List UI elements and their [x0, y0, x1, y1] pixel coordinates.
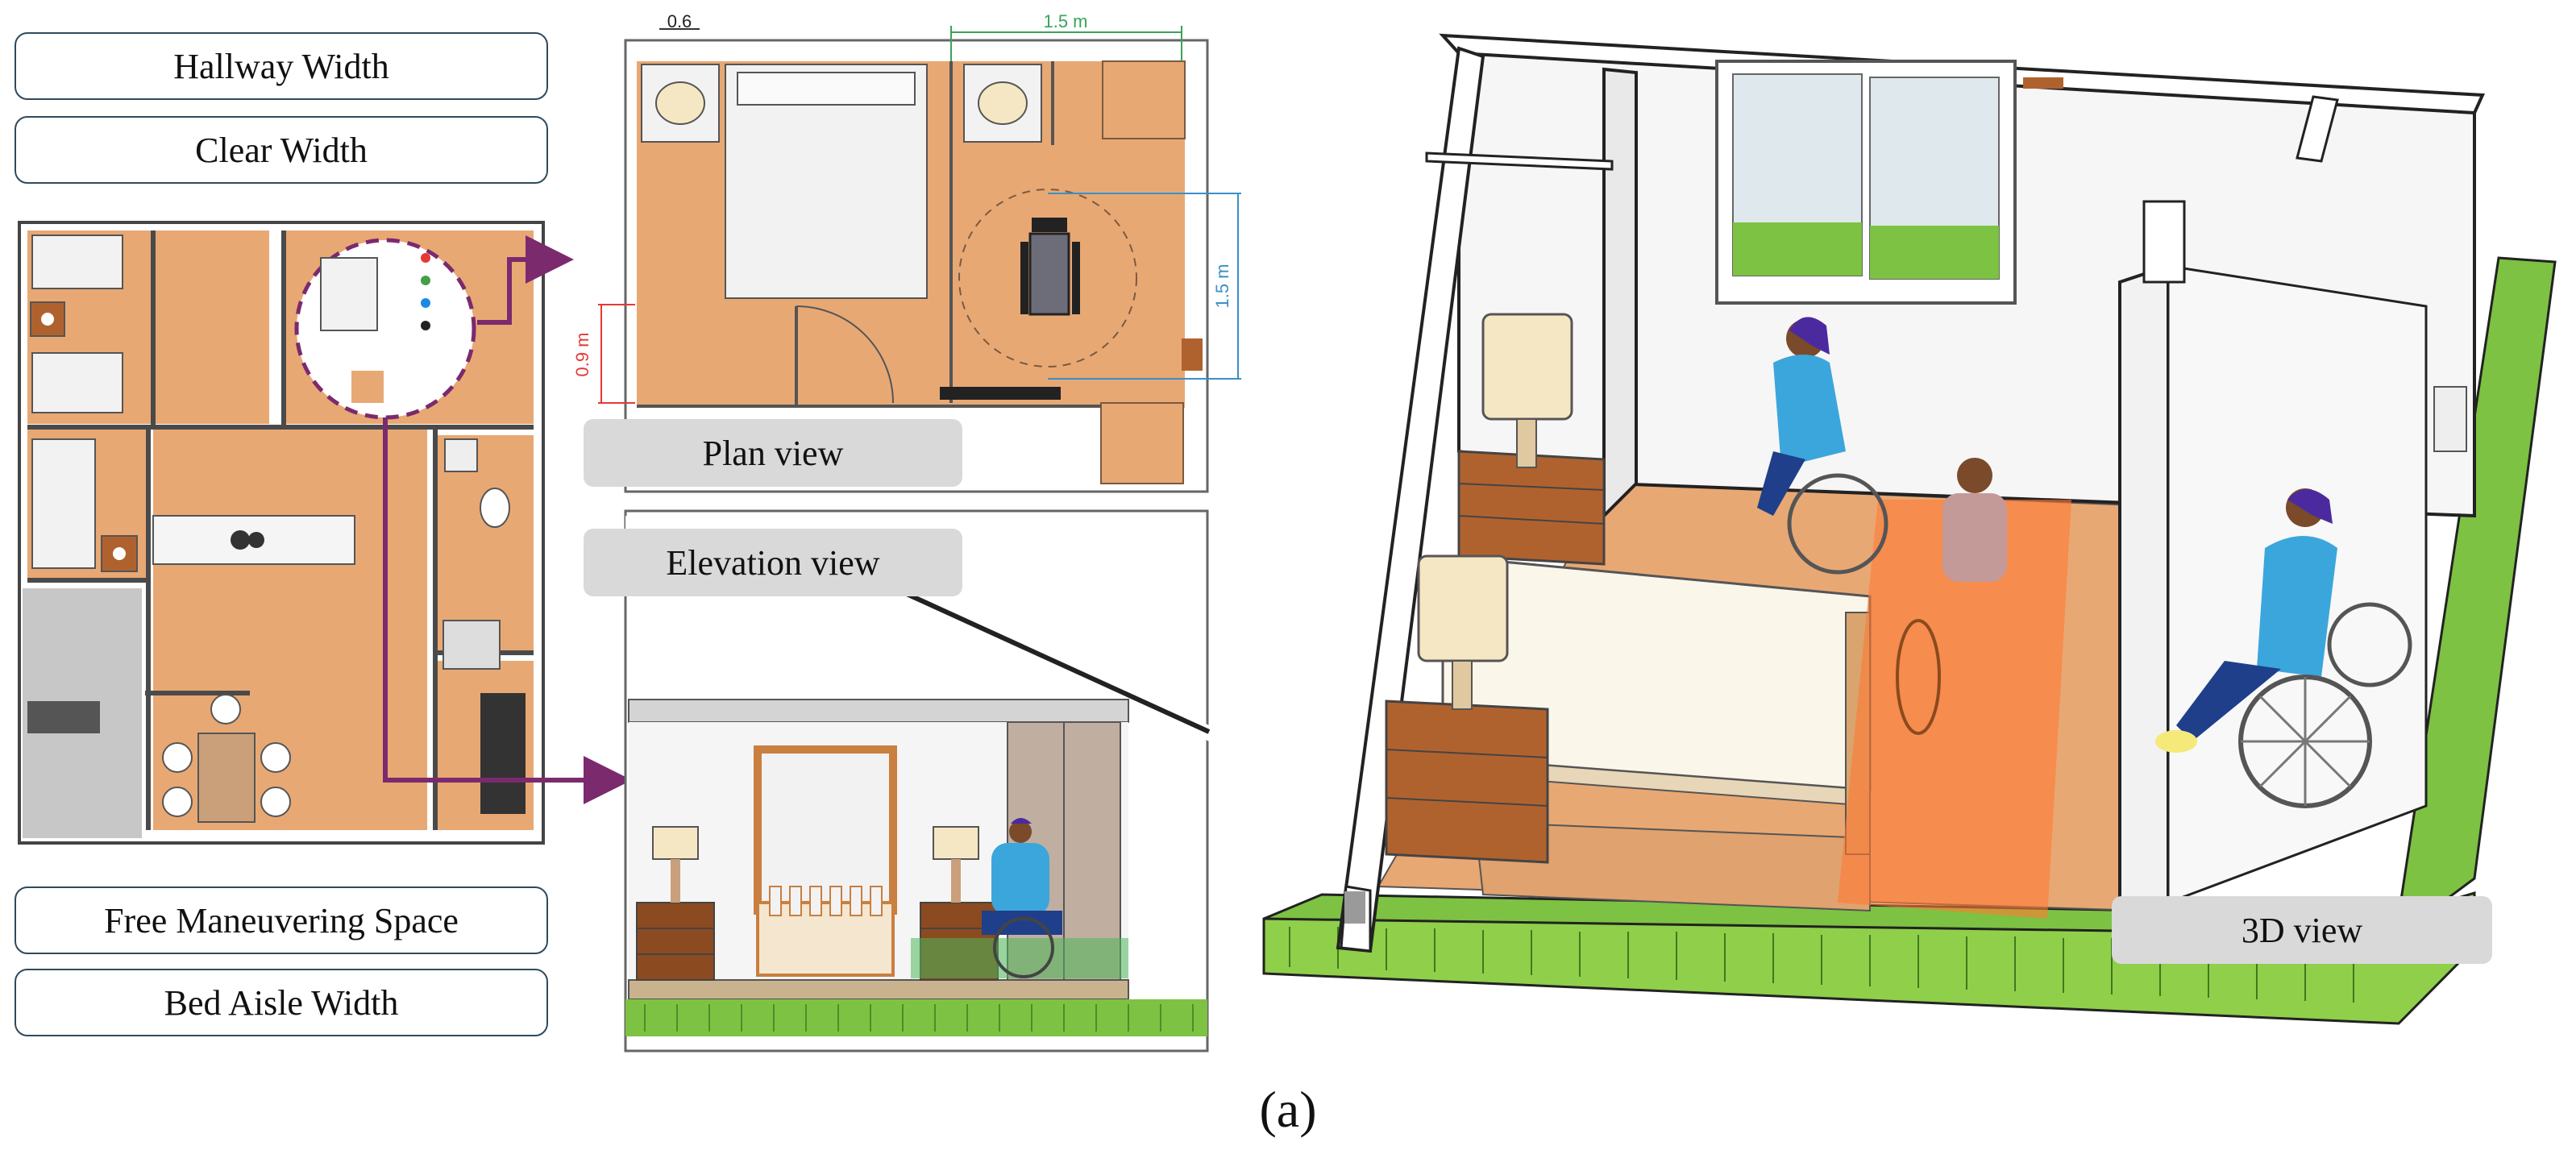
plan-view-label-text: Plan view	[702, 433, 844, 473]
three-d-view-label-text: 3D view	[2241, 910, 2363, 950]
three-d-view-label: 3D view	[2112, 896, 2492, 964]
plan-view: 0.6 1.5 m 1.5 m 0.9 m	[572, 11, 1241, 493]
legend-free-maneuvering-space: Free Maneuvering Space	[15, 886, 548, 954]
turning-width-label: 1.5 m	[1043, 11, 1087, 31]
floor-plan	[18, 221, 632, 845]
legend-bed-aisle-width: Bed Aisle Width	[15, 969, 548, 1036]
legend-bed-aisle-width-label: Bed Aisle Width	[164, 982, 399, 1023]
aisle-width-label: 0.9 m	[572, 332, 592, 376]
legend-clear-width: Clear Width	[15, 116, 548, 184]
figure-caption: (a)	[1259, 1081, 1317, 1138]
elevation-view	[624, 509, 1211, 1053]
plan-view-label: Plan view	[584, 419, 962, 487]
turning-depth-label: 1.5 m	[1212, 264, 1232, 308]
legend-clear-width-label: Clear Width	[195, 130, 368, 170]
elevation-view-label: Elevation view	[584, 529, 962, 596]
legend-hallway-width-label: Hallway Width	[173, 46, 389, 86]
door-width-label: 0.6	[667, 11, 692, 31]
elevation-view-label-text: Elevation view	[666, 542, 880, 583]
legend-hallway-width: Hallway Width	[15, 32, 548, 100]
three-d-view	[1262, 33, 2557, 1025]
legend-free-maneuvering-space-label: Free Maneuvering Space	[104, 900, 459, 940]
